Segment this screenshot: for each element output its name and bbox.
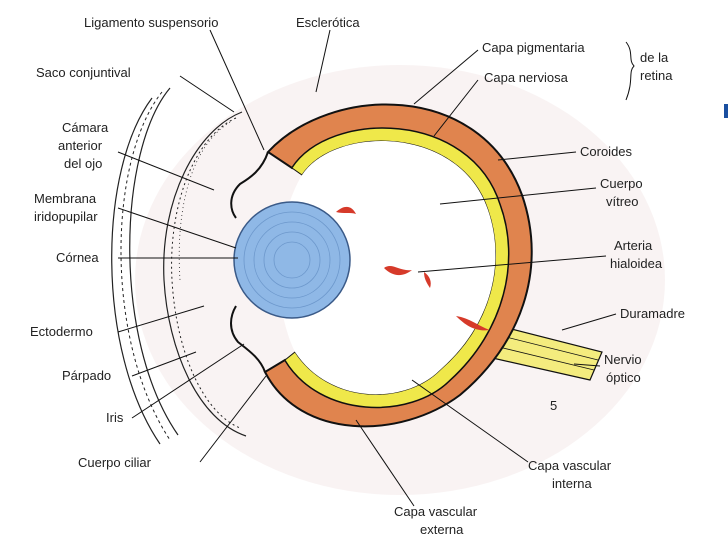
label-cuerpo-vitreo-line2: vítreo — [606, 194, 639, 209]
label-duramadre: Duramadre — [620, 306, 685, 321]
label-camara-line2: anterior — [58, 138, 103, 153]
label-iris: Iris — [106, 410, 124, 425]
label-capa-vascular-externa-line1: Capa vascular — [394, 504, 478, 519]
eyelid-folds — [111, 87, 247, 445]
label-cuerpo-ciliar: Cuerpo ciliar — [78, 455, 152, 470]
label-esclerotica: Esclerótica — [296, 15, 360, 30]
label-capa-vascular-externa-line2: externa — [420, 522, 464, 537]
ciliary-folds — [230, 151, 269, 373]
edge-marker — [724, 104, 728, 118]
label-cuerpo-vitreo-line1: Cuerpo — [600, 176, 643, 191]
label-capa-vascular-interna-line1: Capa vascular — [528, 458, 612, 473]
label-nervio-line1: Nervio — [604, 352, 642, 367]
label-nervio-line2: óptico — [606, 370, 641, 385]
label-parpado: Párpado — [62, 368, 111, 383]
label-de-la: de la — [640, 50, 669, 65]
lens — [233, 201, 351, 319]
hyaloid-vessels — [336, 206, 490, 331]
label-camara-line1: Cámara — [62, 120, 109, 135]
label-retina: retina — [640, 68, 673, 83]
label-camara-line3: del ojo — [64, 156, 102, 171]
labels: Ligamento suspensorio Esclerótica Saco c… — [30, 15, 685, 537]
label-capa-vascular-interna-line2: interna — [552, 476, 593, 491]
label-membrana-line2: iridopupilar — [34, 209, 98, 224]
label-capa-nerviosa: Capa nerviosa — [484, 70, 569, 85]
label-capa-pigmentaria: Capa pigmentaria — [482, 40, 585, 55]
label-cornea: Córnea — [56, 250, 99, 265]
label-margin-mark: 5 — [550, 398, 557, 413]
label-ligamento-suspensorio: Ligamento suspensorio — [84, 15, 218, 30]
label-ectodermo: Ectodermo — [30, 324, 93, 339]
label-arteria-line1: Arteria — [614, 238, 653, 253]
leader-lines — [117, 29, 635, 507]
label-arteria-line2: hialoidea — [610, 256, 663, 271]
label-coroides: Coroides — [580, 144, 633, 159]
label-membrana-line1: Membrana — [34, 191, 97, 206]
label-saco-conjuntival: Saco conjuntival — [36, 65, 131, 80]
